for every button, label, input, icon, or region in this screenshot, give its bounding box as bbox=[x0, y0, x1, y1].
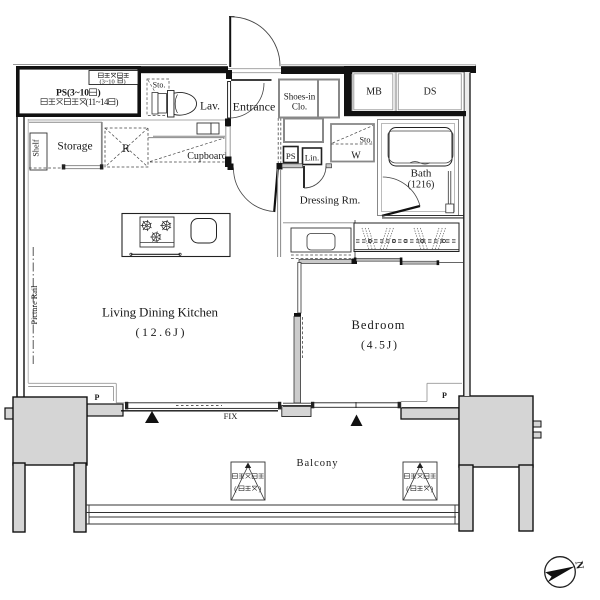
svg-text:): ) bbox=[98, 88, 101, 99]
svg-text:Sto.: Sto. bbox=[153, 81, 166, 90]
svg-text:(3~10: (3~10 bbox=[100, 78, 115, 85]
svg-text:(: ( bbox=[234, 485, 237, 493]
svg-text:Shelf: Shelf bbox=[32, 139, 41, 157]
svg-text:DS: DS bbox=[424, 87, 437, 98]
svg-text:Living Dining Kitchen: Living Dining Kitchen bbox=[102, 305, 219, 320]
svg-text:Cupboard: Cupboard bbox=[187, 151, 226, 162]
svg-text:(: ( bbox=[406, 485, 409, 493]
svg-text:(1216): (1216) bbox=[408, 180, 435, 191]
svg-text:P: P bbox=[442, 391, 447, 400]
svg-text:N: N bbox=[572, 560, 585, 570]
svg-text:Picture Rail: Picture Rail bbox=[30, 285, 39, 325]
svg-text:): ) bbox=[259, 485, 262, 493]
svg-text:Clo.: Clo. bbox=[292, 102, 307, 112]
svg-text:MB: MB bbox=[366, 87, 382, 98]
svg-text:Balcony: Balcony bbox=[297, 458, 339, 469]
svg-text:Shoes-in: Shoes-in bbox=[284, 92, 316, 102]
svg-text:PS(3~10: PS(3~10 bbox=[56, 88, 89, 99]
svg-text:Bedroom: Bedroom bbox=[352, 318, 405, 332]
svg-text:PS: PS bbox=[286, 151, 296, 161]
svg-text:P: P bbox=[95, 393, 100, 402]
svg-text:(4.5J): (4.5J) bbox=[361, 340, 397, 352]
svg-text:W: W bbox=[351, 151, 361, 162]
svg-text:): ) bbox=[431, 485, 434, 493]
svg-text:): ) bbox=[124, 78, 126, 85]
svg-text:R: R bbox=[122, 143, 130, 155]
svg-text:Entrance: Entrance bbox=[233, 100, 276, 114]
svg-text:Storage: Storage bbox=[57, 141, 92, 153]
svg-text:(12.6J): (12.6J) bbox=[136, 325, 185, 339]
svg-text:FIX: FIX bbox=[224, 411, 238, 421]
svg-text:Sto.: Sto. bbox=[360, 136, 373, 145]
svg-text:(11~14: (11~14 bbox=[86, 97, 110, 107]
svg-text:Dressing Rm.: Dressing Rm. bbox=[300, 195, 361, 207]
svg-text:Lin.: Lin. bbox=[305, 152, 319, 162]
svg-text:): ) bbox=[116, 97, 119, 107]
svg-text:Bath: Bath bbox=[411, 168, 432, 180]
svg-text:Lav.: Lav. bbox=[200, 101, 220, 113]
